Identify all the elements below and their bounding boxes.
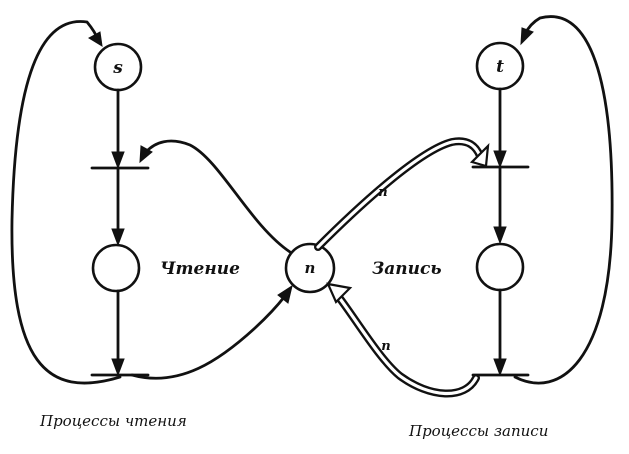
arrowhead-resource-to-write-start <box>469 143 490 168</box>
arc-resource-to-read-start <box>144 139 292 254</box>
weight-from-write-end: n <box>381 339 390 354</box>
arrowhead-reading-to-read-end <box>111 358 125 377</box>
arrowhead-s-to-read-start <box>111 151 125 170</box>
arrowhead-resource-to-read-start <box>139 145 153 164</box>
arrowhead-write-start-to-writing <box>493 226 507 245</box>
weight-to-write-start: n <box>378 185 387 200</box>
reader-loop-arc <box>10 20 122 385</box>
label-reading: Чтение <box>160 259 240 279</box>
label-writing: Запись <box>372 259 442 279</box>
caption-writers: Процессы записи <box>408 422 548 440</box>
arrowhead-read-start-to-reading <box>111 228 125 247</box>
place-writing <box>475 242 525 292</box>
reader-loop-arrowhead <box>88 31 103 47</box>
place-reading <box>91 243 141 293</box>
arc-read-end-to-resource <box>130 294 287 380</box>
arc-resource-to-write-start-outline <box>314 137 484 251</box>
arc-write-end-to-resource-fill <box>336 294 478 396</box>
writer-loop-arrowhead <box>520 27 534 46</box>
arrowhead-write-end-to-resource <box>326 282 353 304</box>
place-resource <box>284 242 336 294</box>
arrowhead-writing-to-write-end <box>493 358 507 377</box>
place-t-label: t <box>496 57 504 77</box>
arrowhead-t-to-write-start <box>493 150 507 169</box>
arrowhead-read-end-to-resource <box>277 284 293 304</box>
place-resource-label: n <box>305 259 316 277</box>
place-s-label: s <box>112 58 123 78</box>
caption-readers: Процессы чтения <box>39 412 187 430</box>
arc-resource-to-write-start-fill <box>316 139 482 249</box>
writer-loop-arc <box>513 15 614 385</box>
